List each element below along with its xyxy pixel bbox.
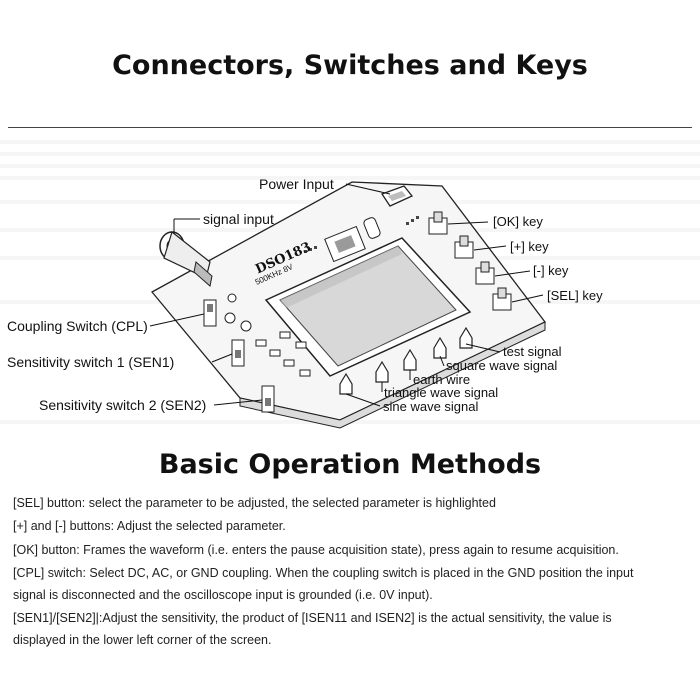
lcd-screen <box>279 245 457 367</box>
para-sen-2: displayed in the lower left corner of th… <box>13 633 272 647</box>
para-plus-minus: [+] and [-] buttons: Adjust the selected… <box>13 519 286 533</box>
bnc-connector-icon <box>159 230 213 287</box>
sel-button[interactable] <box>492 287 512 311</box>
ok-button[interactable] <box>428 211 448 235</box>
crystal <box>363 217 381 239</box>
label-plus-key: [+] key <box>510 239 549 254</box>
label-sen2: Sensitivity switch 2 (SEN2) <box>39 397 207 413</box>
passive-components <box>224 293 311 377</box>
label-ok-key: [OK] key <box>493 214 543 229</box>
minus-button[interactable] <box>475 261 495 285</box>
label-square-wave: square wave signal <box>446 358 558 373</box>
label-earth-wire: earth wire <box>413 372 471 387</box>
test-hook-icons <box>339 326 473 395</box>
label-sel-key: [SEL] key <box>547 288 603 303</box>
board-diagram <box>0 140 700 429</box>
usb-connector-icon <box>381 185 414 207</box>
leader-lines <box>149 183 544 407</box>
label-triangle-wave: triangle wave signal <box>384 385 499 400</box>
plus-button[interactable] <box>454 235 474 259</box>
lcd-shade <box>280 246 402 308</box>
para-sel: [SEL] button: select the parameter to be… <box>13 496 496 510</box>
divider <box>8 127 692 128</box>
label-minus-key: [-] key <box>533 263 569 278</box>
para-ok: [OK] button: Frames the waveform (i.e. e… <box>13 543 619 557</box>
cpl-switch[interactable] <box>203 299 217 327</box>
para-cpl-1: [CPL] switch: Select DC, AC, or GND coup… <box>13 566 634 580</box>
section-title: Basic Operation Methods <box>158 449 542 480</box>
label-test-signal: test signal <box>503 344 562 359</box>
pcb-board-edge <box>239 321 546 429</box>
label-signal-input: signal input <box>203 211 274 227</box>
label-cpl: Coupling Switch (CPL) <box>7 318 148 334</box>
header-pins <box>304 216 419 253</box>
para-cpl-2: signal is disconnected and the oscillosc… <box>13 588 433 602</box>
label-power-input: Power Input <box>259 176 334 192</box>
label-sen1: Sensitivity switch 1 (SEN1) <box>7 354 175 370</box>
label-sine-wave: sine wave signal <box>383 399 479 414</box>
page-title: Connectors, Switches and Keys <box>112 50 588 81</box>
para-sen-1: [SEN1]/[SEN2]|:Adjust the sensitivity, t… <box>13 611 612 625</box>
